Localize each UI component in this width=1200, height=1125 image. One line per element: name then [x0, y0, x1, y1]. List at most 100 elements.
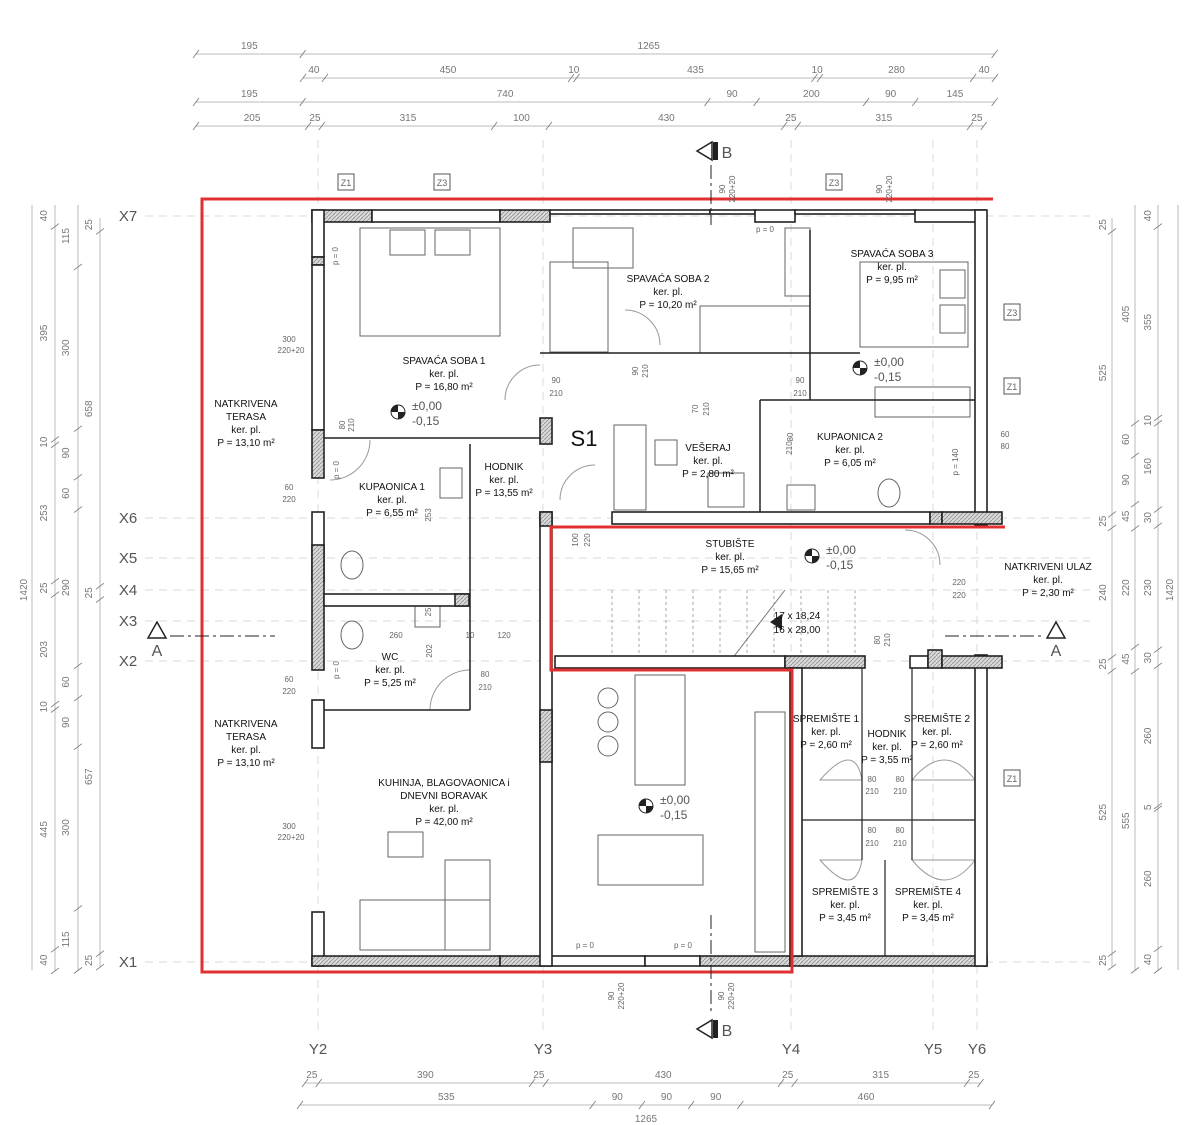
dimension-value: 525	[1098, 364, 1109, 381]
kitchen-island-icon	[634, 674, 686, 786]
dimension-value: 40	[1143, 954, 1154, 966]
section-marker-icon	[695, 1018, 713, 1040]
axis-label-x2: X2	[119, 653, 137, 670]
wall	[454, 593, 470, 607]
dimension-value: 90	[710, 1092, 722, 1103]
dimension-value: 100	[513, 113, 530, 124]
dimension-tick	[542, 1078, 549, 1088]
opening-annotation: 80	[1001, 442, 1010, 451]
room-floor-finish: ker. pl.	[375, 665, 404, 676]
window-tag-label: Z3	[437, 178, 448, 188]
dimension-tick	[95, 582, 105, 590]
dimension-tick	[794, 121, 802, 131]
dimension-tick	[315, 1078, 322, 1088]
level-marker: ±0,00-0,15	[804, 543, 856, 572]
dimension-tick	[50, 577, 60, 585]
room-floor-finish: ker. pl.	[922, 727, 951, 738]
dimension-value: 90	[1121, 474, 1132, 486]
dimension-tick	[1153, 802, 1163, 810]
dimension-value: 40	[39, 954, 50, 966]
room-area: P = 13,55 m²	[475, 488, 533, 499]
room-name: SPAVAĆA SOBA 2	[627, 272, 710, 285]
dimension-value: 315	[876, 113, 893, 124]
door-swing-icon	[559, 464, 596, 501]
opening-annotation: 220+20	[727, 982, 736, 1009]
room-floor-finish: ker. pl.	[877, 262, 906, 273]
level-value: -0,15	[874, 370, 902, 384]
section-marker-icon	[146, 620, 168, 639]
opening-annotation: 90	[718, 184, 727, 193]
opening-annotation: 253	[424, 508, 433, 522]
opening-annotation: p = 0	[576, 941, 595, 950]
wall	[311, 209, 325, 258]
stair-risers: 17 x 18,24	[774, 611, 821, 622]
dimension-tick	[1130, 419, 1140, 427]
window-tag	[433, 173, 451, 191]
room-floor-finish: ker. pl.	[231, 425, 260, 436]
room-name: DNEVNI BORAVAK	[400, 791, 488, 802]
room-name: SPAVAĆA SOBA 3	[851, 247, 934, 260]
dimension-value: 195	[241, 41, 258, 52]
dimension-value: 25	[84, 954, 95, 966]
dimension-tick	[991, 49, 998, 59]
dimension-tick	[1130, 643, 1140, 651]
room-floor-finish: ker. pl.	[835, 445, 864, 456]
dimension-tick	[811, 73, 818, 83]
dimension-tick	[963, 1078, 971, 1088]
level-value: -0,15	[412, 414, 440, 428]
wall	[927, 649, 943, 669]
room-name: SPREMIŠTE 4	[895, 885, 962, 898]
opening-annotation: 80	[786, 432, 795, 441]
sink-icon	[439, 467, 463, 499]
room-area: P = 5,25 m²	[364, 678, 416, 689]
room-name: SPREMIŠTE 3	[812, 885, 879, 898]
dimension-tick	[50, 436, 60, 443]
opening-annotation: 260	[389, 631, 403, 640]
opening-annotation: 220	[282, 687, 296, 696]
dimension-tick	[95, 963, 105, 971]
window-tag-label: Z1	[1007, 774, 1018, 784]
dimension-value: 240	[1098, 584, 1109, 601]
level-value: -0,15	[826, 558, 854, 572]
dimension-value: 25	[84, 219, 95, 231]
opening-annotation: 210	[883, 633, 892, 647]
wall	[929, 511, 943, 525]
section-label-a-left: A	[152, 643, 163, 660]
room-area: P = 2,30 m²	[1022, 588, 1074, 599]
dimension-value: 60	[61, 487, 72, 499]
opening-annotation: 300	[282, 335, 296, 344]
axis-label-y3: Y3	[534, 1041, 552, 1058]
dimension-tick	[911, 97, 919, 107]
window-tag	[1003, 377, 1021, 395]
dimension-value: 430	[655, 1070, 672, 1081]
wall	[323, 593, 470, 607]
dimension-tick	[1153, 646, 1163, 653]
level-marker: ±0,00-0,15	[638, 793, 690, 822]
room-area: P = 13,10 m²	[217, 758, 275, 769]
dimension-value: 90	[61, 447, 72, 459]
dimension-value: 25	[1098, 219, 1109, 231]
dimension-tick	[816, 73, 824, 83]
dimension-value: 5	[1143, 804, 1154, 810]
opening-annotation: 80	[896, 826, 905, 835]
opening-annotation: 300	[282, 822, 296, 831]
dimension-value: 195	[241, 89, 258, 100]
dimension-tick	[1153, 522, 1163, 530]
dimension-value: 60	[1121, 433, 1132, 445]
dimension-value: 430	[658, 113, 675, 124]
level-marker: ±0,00-0,15	[852, 355, 904, 384]
dimension-tick	[50, 223, 60, 230]
opening-annotation: 210	[893, 839, 907, 848]
dimension-tick	[780, 121, 788, 131]
dimension-tick	[73, 506, 83, 513]
dimension-tick	[299, 49, 306, 59]
dimension-value: 40	[1143, 210, 1154, 222]
dimension-value: 40	[308, 65, 320, 76]
room-name: STUBIŠTE	[706, 537, 755, 550]
room-area: P = 9,95 m²	[866, 275, 918, 286]
dimension-tick	[1153, 662, 1163, 670]
room-floor-finish: ker. pl.	[429, 369, 458, 380]
door-swing-icon	[904, 529, 941, 566]
dimension-value: 260	[1143, 727, 1154, 744]
dimension-tick	[1107, 228, 1117, 235]
